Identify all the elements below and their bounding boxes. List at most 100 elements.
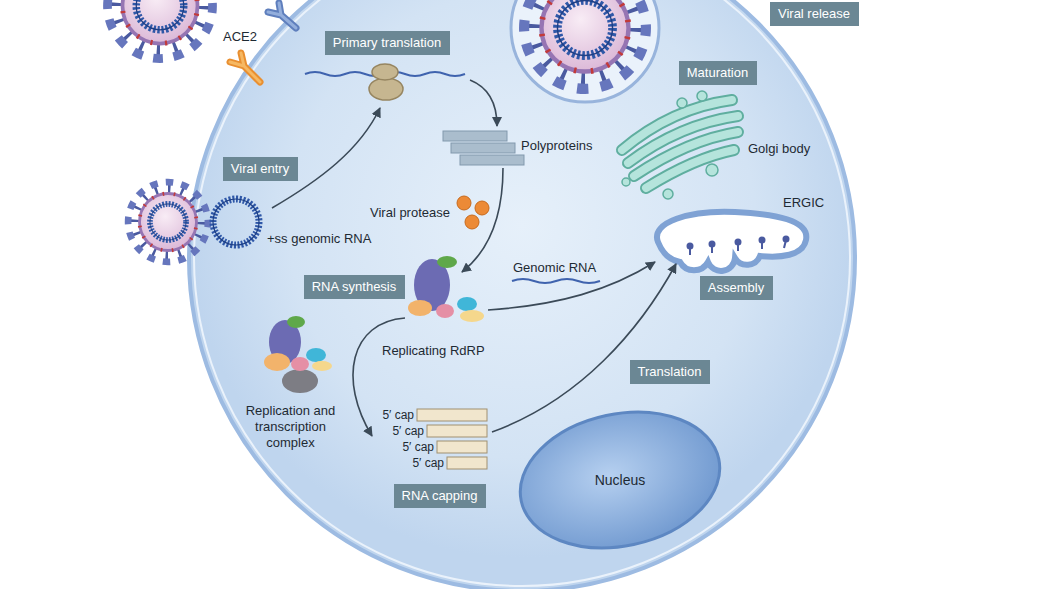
rdrp-complex — [460, 310, 484, 322]
step-label: Assembly — [700, 276, 773, 300]
step-label: Viral release — [770, 2, 859, 26]
part-label: Viral protease — [370, 205, 450, 221]
step-label: Viral entry — [223, 157, 298, 181]
cell-membrane — [194, 0, 850, 586]
ergic-compartment — [760, 238, 765, 243]
protease — [457, 196, 489, 229]
step-label: RNA capping — [394, 484, 486, 508]
golgi-body — [622, 178, 630, 186]
node-text: Viral release — [778, 6, 851, 22]
ergic-compartment — [657, 212, 806, 271]
node-text: Translation — [638, 364, 702, 380]
step-label: RNA synthesis — [304, 275, 405, 299]
golgi-body — [622, 91, 738, 199]
part-label: Golgi body — [748, 141, 810, 157]
replication-complex — [264, 316, 332, 393]
cap-label: 5′ cap — [412, 455, 444, 471]
golgi-body — [677, 98, 687, 108]
ribosome — [369, 64, 403, 100]
nucleus-outline — [513, 405, 727, 555]
step-label: Primary translation — [325, 31, 450, 55]
node-text: Maturation — [687, 65, 749, 81]
part-label: Polyproteins — [521, 138, 593, 154]
golgi-body — [646, 150, 734, 188]
ergic-compartment — [710, 242, 715, 247]
ribosome — [372, 64, 398, 80]
ergic-compartment — [657, 212, 806, 271]
replication-complex — [287, 316, 305, 328]
ergic-compartment — [688, 237, 789, 256]
mrna-strand — [512, 279, 600, 283]
genomic-rna-coil — [213, 199, 259, 245]
process-arrow — [492, 264, 676, 432]
cap-label: 5′ cap — [392, 423, 424, 439]
rdrp-complex — [408, 300, 432, 316]
polyprotein-bar — [443, 131, 524, 165]
protease — [457, 196, 471, 210]
node-text: Nucleus — [595, 472, 646, 489]
golgi-body — [646, 150, 734, 188]
polyprotein-bar — [451, 143, 515, 153]
genomic-rna-coil — [213, 199, 259, 245]
receptor — [230, 53, 260, 82]
polyprotein-bar — [460, 155, 524, 165]
part-label: ACE2 — [223, 29, 257, 45]
mrna-strand — [305, 72, 600, 283]
golgi-body — [697, 91, 707, 101]
node-text: Viral entry — [231, 161, 290, 177]
receptor — [230, 53, 260, 82]
replication-complex — [264, 353, 290, 371]
replication-complex — [306, 348, 326, 362]
capped-rna — [447, 457, 487, 469]
node-text: RNA synthesis — [312, 279, 397, 295]
golgi-body — [663, 189, 673, 199]
replication-complex — [291, 357, 309, 371]
part-label: ERGIC — [783, 195, 824, 211]
cap-label: 5′ cap — [382, 407, 414, 423]
part-label: Replication and transcription complex — [233, 403, 348, 451]
cell-membrane — [189, 0, 855, 589]
ergic-compartment — [784, 237, 789, 242]
golgi-body — [706, 164, 718, 176]
process-arrow — [470, 80, 497, 126]
receptor — [268, 3, 296, 28]
capped-rna — [427, 425, 487, 437]
process-arrow — [272, 80, 676, 436]
replication-complex — [282, 369, 318, 393]
outside-virus — [108, 0, 213, 59]
protease — [475, 201, 489, 215]
capped-rna — [417, 409, 487, 421]
ergic-compartment — [688, 244, 693, 249]
release-vesicle — [524, 0, 646, 89]
entering-virus — [128, 182, 208, 262]
ergic-compartment — [736, 240, 741, 245]
node-text: RNA capping — [402, 488, 478, 504]
rdrp-complex — [457, 297, 477, 311]
step-label: Maturation — [679, 61, 757, 85]
node-text: Primary translation — [333, 35, 442, 51]
node-text: Assembly — [708, 280, 765, 296]
step-label: Translation — [630, 360, 710, 384]
release-vesicle — [511, 0, 659, 102]
ribosome — [369, 78, 403, 100]
process-arrow — [462, 168, 503, 272]
cap-label: 5′ cap — [402, 439, 434, 455]
release-vesicle — [511, 0, 659, 102]
replication-complex — [312, 361, 332, 371]
outside-virus — [108, 0, 213, 59]
part-label: Genomic RNA — [513, 260, 596, 276]
protease — [465, 215, 479, 229]
rdrp-complex — [437, 256, 457, 268]
part-label: +ss genomic RNA — [267, 231, 371, 247]
genomic-rna-coil — [213, 199, 259, 245]
rdrp-complex — [408, 256, 484, 322]
part-label: Replicating RdRP — [382, 343, 485, 359]
receptor — [268, 3, 296, 28]
cell-membrane — [189, 0, 855, 589]
entering-virus — [128, 182, 208, 262]
polyprotein-bar — [443, 131, 507, 141]
capped-rna — [437, 441, 487, 453]
rdrp-complex — [436, 304, 454, 318]
nucleus-organelle: Nucleus — [513, 405, 727, 555]
